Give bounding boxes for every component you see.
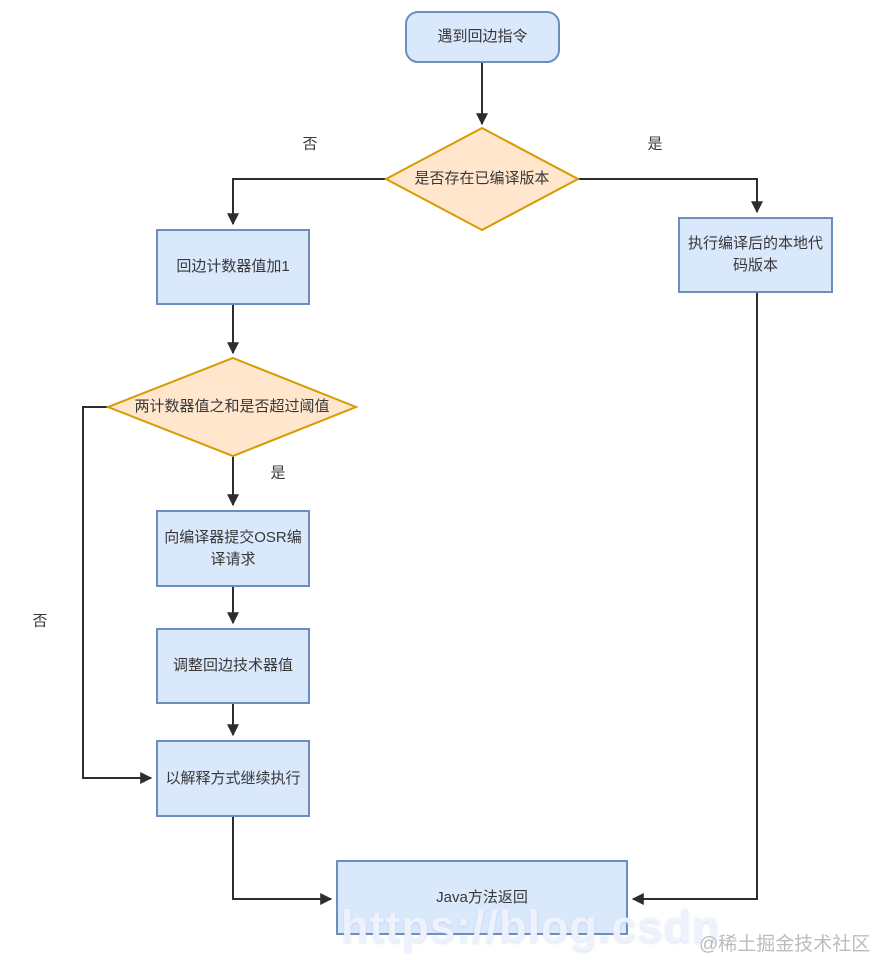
node-submit-osr-request: 向编译器提交OSR编译请求 xyxy=(156,510,310,587)
edge-label-compiled-yes: 是 xyxy=(645,132,665,154)
node-start: 遇到回边指令 xyxy=(405,11,560,63)
edge-decision1-yes xyxy=(578,178,763,214)
edge-label-threshold-no: 否 xyxy=(30,609,50,631)
node-execute-native-code-label: 执行编译后的本地代码版本 xyxy=(687,235,823,274)
node-submit-osr-request-label: 向编译器提交OSR编译请求 xyxy=(164,528,302,568)
node-adjust-back-edge-counter-label: 调整回边技术器值 xyxy=(172,657,293,675)
node-java-method-return-label: Java方法返回 xyxy=(436,888,528,906)
edge-decision1-no xyxy=(227,178,386,226)
node-java-method-return: Java方法返回 xyxy=(336,860,628,935)
node-start-label: 遇到回边指令 xyxy=(437,28,528,46)
node-increment-back-edge-counter-label: 回边计数器值加1 xyxy=(176,258,290,276)
edge-decision2-no-loop xyxy=(82,406,153,784)
edge-native-to-return xyxy=(631,293,758,905)
node-adjust-back-edge-counter: 调整回边技术器值 xyxy=(156,628,310,704)
node-increment-back-edge-counter: 回边计数器值加1 xyxy=(156,229,310,305)
decision-diamond-threshold xyxy=(105,356,359,458)
edge-interpret-to-return xyxy=(232,817,333,905)
watermark-blog-url: https://blog.csdn xyxy=(341,901,721,952)
node-execute-native-code: 执行编译后的本地代码版本 xyxy=(678,217,833,293)
node-continue-interpreting-label: 以解释方式继续执行 xyxy=(165,769,301,787)
watermark-community: @稀土掘金技术社区 xyxy=(699,934,871,955)
decision-diamond-compiled-exists xyxy=(383,126,581,232)
edge-label-threshold-yes: 是 xyxy=(268,461,288,483)
edge-label-compiled-no: 否 xyxy=(300,132,320,154)
node-continue-interpreting: 以解释方式继续执行 xyxy=(156,740,310,817)
